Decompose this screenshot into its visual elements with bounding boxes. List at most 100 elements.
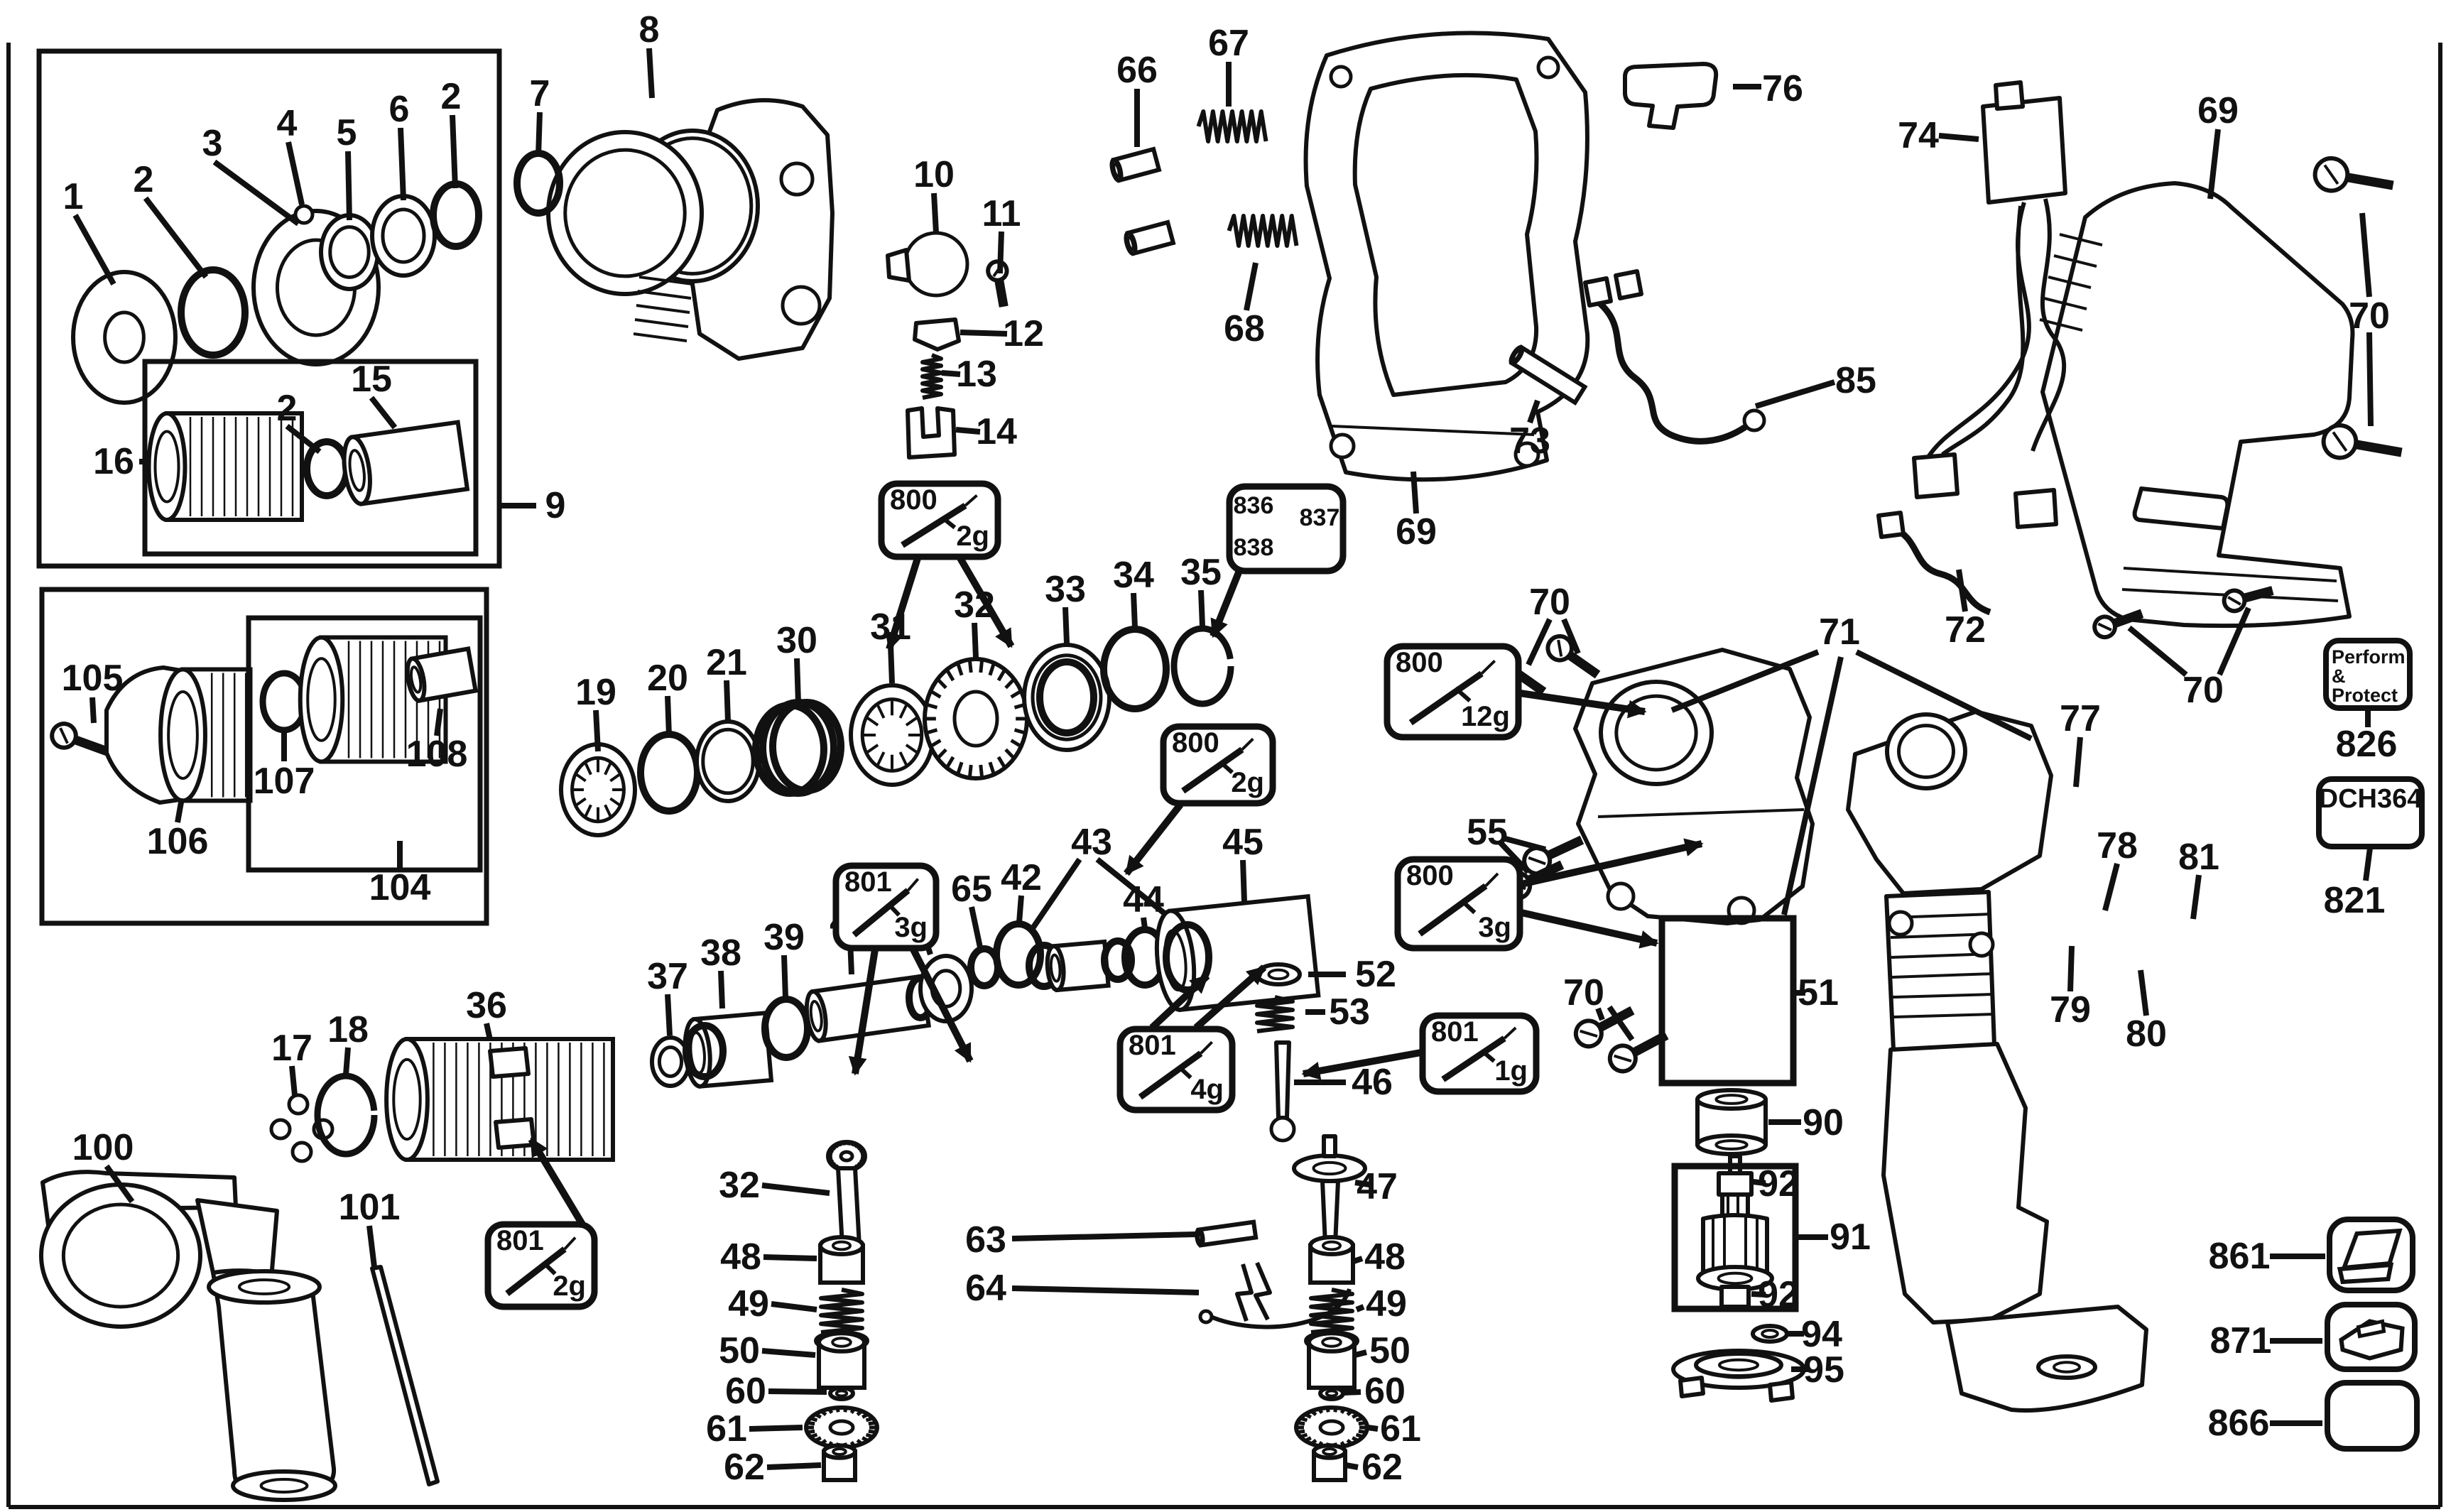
gear-tooth	[996, 756, 1007, 769]
leader-line	[484, 1023, 493, 1040]
gear-tooth	[1310, 1410, 1317, 1416]
detail-line	[2048, 276, 2092, 289]
gear-tooth	[1339, 1408, 1346, 1414]
grease-gun-icon	[505, 1246, 567, 1296]
group-box	[1671, 1163, 1799, 1312]
grease-amount: 2g	[553, 1271, 586, 1302]
grease-gun-handle	[541, 1261, 557, 1276]
leader-line	[1095, 856, 1168, 918]
part-label-37: 37	[647, 956, 688, 997]
leader-line	[434, 708, 443, 736]
part-outline	[370, 1265, 440, 1486]
part-label-52: 52	[1355, 954, 1396, 995]
grease-arrow	[1193, 964, 1267, 1030]
part-o-ring	[993, 920, 1044, 989]
part-cylinder	[1509, 344, 1588, 406]
part-cylinder-vertical	[1312, 1443, 1347, 1482]
spline-tick	[866, 717, 879, 727]
grease-gun-handle	[1460, 898, 1477, 915]
part-label-38: 38	[700, 932, 741, 974]
gear-tooth	[979, 659, 984, 673]
leader-line	[2207, 129, 2221, 200]
leader-line	[369, 396, 398, 430]
clip-part-label-836: 836	[1234, 492, 1274, 519]
leader-line	[1751, 1291, 1766, 1298]
gear-tooth	[832, 1145, 837, 1151]
screw-slot	[2323, 164, 2339, 185]
part-label-871: 871	[2210, 1320, 2272, 1361]
gear-tooth	[1013, 728, 1026, 735]
part-label-64: 64	[965, 1268, 1006, 1309]
gear-tooth	[856, 1162, 861, 1168]
gear-tooth	[1333, 1407, 1338, 1413]
part-label-70: 70	[1529, 582, 1570, 623]
part-label-30: 30	[776, 620, 817, 661]
part-label-70: 70	[2183, 670, 2224, 711]
leader-line	[1956, 569, 1968, 612]
detail-line	[633, 332, 687, 342]
grease-code: 800	[1172, 727, 1219, 758]
part-label-53: 53	[1329, 991, 1370, 1033]
grease-gun-icon	[1441, 1035, 1506, 1082]
spline-tick	[898, 751, 908, 766]
part-label-61: 61	[706, 1408, 747, 1450]
leader-line	[143, 196, 209, 279]
part-outline	[1678, 1376, 1705, 1398]
leader-line	[1011, 1231, 1197, 1241]
kitbox-base	[2337, 1262, 2394, 1285]
grease-gun-handle	[886, 902, 901, 917]
spline-tick	[604, 804, 612, 817]
part-label-62: 62	[1361, 1447, 1403, 1488]
part-o-ring	[683, 1022, 727, 1080]
part-gear	[804, 1405, 879, 1450]
part-screw	[1545, 633, 1601, 679]
grease-amount: 4g	[1190, 1074, 1224, 1105]
leader-line	[1355, 1304, 1365, 1312]
part-outline	[2031, 198, 2067, 452]
ring-inner	[328, 225, 371, 279]
part-label-14: 14	[976, 411, 1017, 452]
part-circle	[779, 161, 815, 197]
part-label-3: 3	[202, 123, 223, 164]
plate-text: &	[2332, 665, 2346, 687]
part-label-2: 2	[441, 76, 462, 117]
leader-line	[1011, 1285, 1200, 1295]
gear-tooth	[1304, 1436, 1312, 1442]
grease-arrow	[1124, 802, 1183, 876]
screw-slot	[2097, 622, 2112, 631]
gear-tooth	[925, 702, 938, 709]
part-label-105: 105	[62, 658, 124, 699]
gear-tooth	[1355, 1432, 1364, 1439]
leader-line	[1016, 895, 1024, 923]
part-ring	[1599, 680, 1714, 786]
part-washer	[2036, 1354, 2097, 1380]
grease-gun-icon	[1181, 746, 1244, 794]
part-label-48: 48	[720, 1236, 761, 1278]
part-label-67: 67	[1208, 23, 1249, 64]
detail-line	[1331, 425, 1535, 436]
part-label-80: 80	[2126, 1013, 2167, 1055]
part-label-34: 34	[1113, 555, 1154, 596]
part-outline	[1573, 648, 1815, 925]
part-cylinder	[1124, 219, 1176, 256]
leader-line	[1670, 649, 1820, 713]
part-washer	[1751, 1324, 1789, 1344]
part-gear	[923, 657, 1029, 781]
part-washer	[1318, 1386, 1345, 1401]
leader-line	[955, 427, 981, 435]
grease-arrow	[848, 949, 879, 1076]
part-circle	[1513, 441, 1540, 468]
gear-hub	[828, 1419, 855, 1436]
part-label-46: 46	[1352, 1062, 1393, 1103]
leader-line	[1352, 1256, 1364, 1264]
battery-icon	[2325, 1380, 2420, 1452]
clip-part-label-838: 838	[1234, 534, 1274, 561]
leader-line	[1595, 1007, 1605, 1021]
leader-line	[997, 231, 1004, 274]
spline-tick	[876, 751, 886, 766]
leader-line	[761, 1182, 830, 1196]
part-label-17: 17	[271, 1028, 312, 1069]
charger-body	[2339, 1319, 2405, 1361]
part-outline	[1596, 299, 1751, 445]
part-outline	[1583, 276, 1613, 308]
